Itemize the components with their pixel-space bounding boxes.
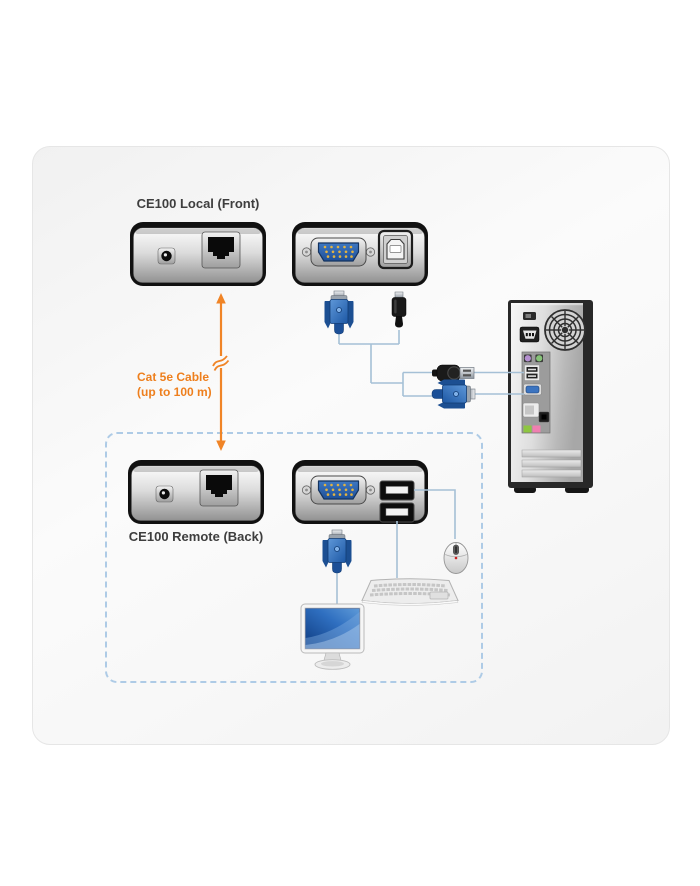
lan-port-icon — [538, 411, 550, 423]
local-unit-kvm-panel — [291, 221, 429, 287]
vga-port-icon — [523, 383, 542, 396]
usb-a-port-icon — [379, 480, 415, 501]
local-cable-line — [338, 330, 434, 397]
cable-break-icon — [212, 355, 230, 371]
cat5e-arrow — [212, 293, 230, 451]
local-unit-front-panel — [129, 221, 267, 287]
vga-port-icon — [301, 237, 376, 267]
monitor-icon — [300, 603, 365, 670]
vga-cable-connector-icon — [322, 529, 352, 574]
usb-b-cable-connector-icon — [391, 291, 407, 328]
usb-a-cable-connector-icon — [431, 364, 475, 382]
fan-icon — [544, 309, 586, 351]
rj45-port-icon — [199, 469, 239, 507]
cable-label: Cat 5e Cable (up to 100 m) — [137, 370, 237, 399]
computer-cable-line — [474, 371, 524, 395]
remote-group-dashed-box — [105, 432, 483, 683]
usb-b-port-icon — [377, 229, 414, 270]
ps2-ports-icon — [524, 354, 543, 363]
mouse-icon — [443, 542, 469, 574]
vga-cable-connector-icon — [324, 290, 354, 335]
expansion-slots — [521, 449, 582, 478]
cable-label-line2: (up to 100 m) — [137, 384, 212, 399]
local-unit-label: CE100 Local (Front) — [136, 196, 260, 211]
rj45-port-icon — [201, 231, 241, 269]
computer-tower — [508, 300, 593, 493]
vga-cable-connector-icon — [431, 379, 476, 409]
cable-label-line1: Cat 5e Cable — [137, 370, 210, 384]
connection-lines — [336, 330, 524, 606]
usb-ports-icon — [524, 364, 540, 381]
io-panel — [521, 351, 551, 434]
power-inlet-icon — [519, 326, 540, 343]
remote-unit-back-panel — [127, 459, 265, 525]
vga-port-icon — [301, 475, 376, 505]
mouse-cable-line — [414, 489, 456, 539]
audio-jacks-icon — [523, 425, 541, 433]
power-switch-icon — [523, 312, 536, 320]
remote-unit-console-panel — [291, 459, 429, 525]
usb-a-port-icon — [379, 502, 415, 523]
keyboard-icon — [360, 577, 460, 607]
dvi-port-icon — [522, 402, 540, 418]
power-jack-icon — [155, 485, 174, 503]
power-jack-icon — [157, 247, 176, 265]
remote-unit-label: CE100 Remote (Back) — [128, 529, 264, 544]
